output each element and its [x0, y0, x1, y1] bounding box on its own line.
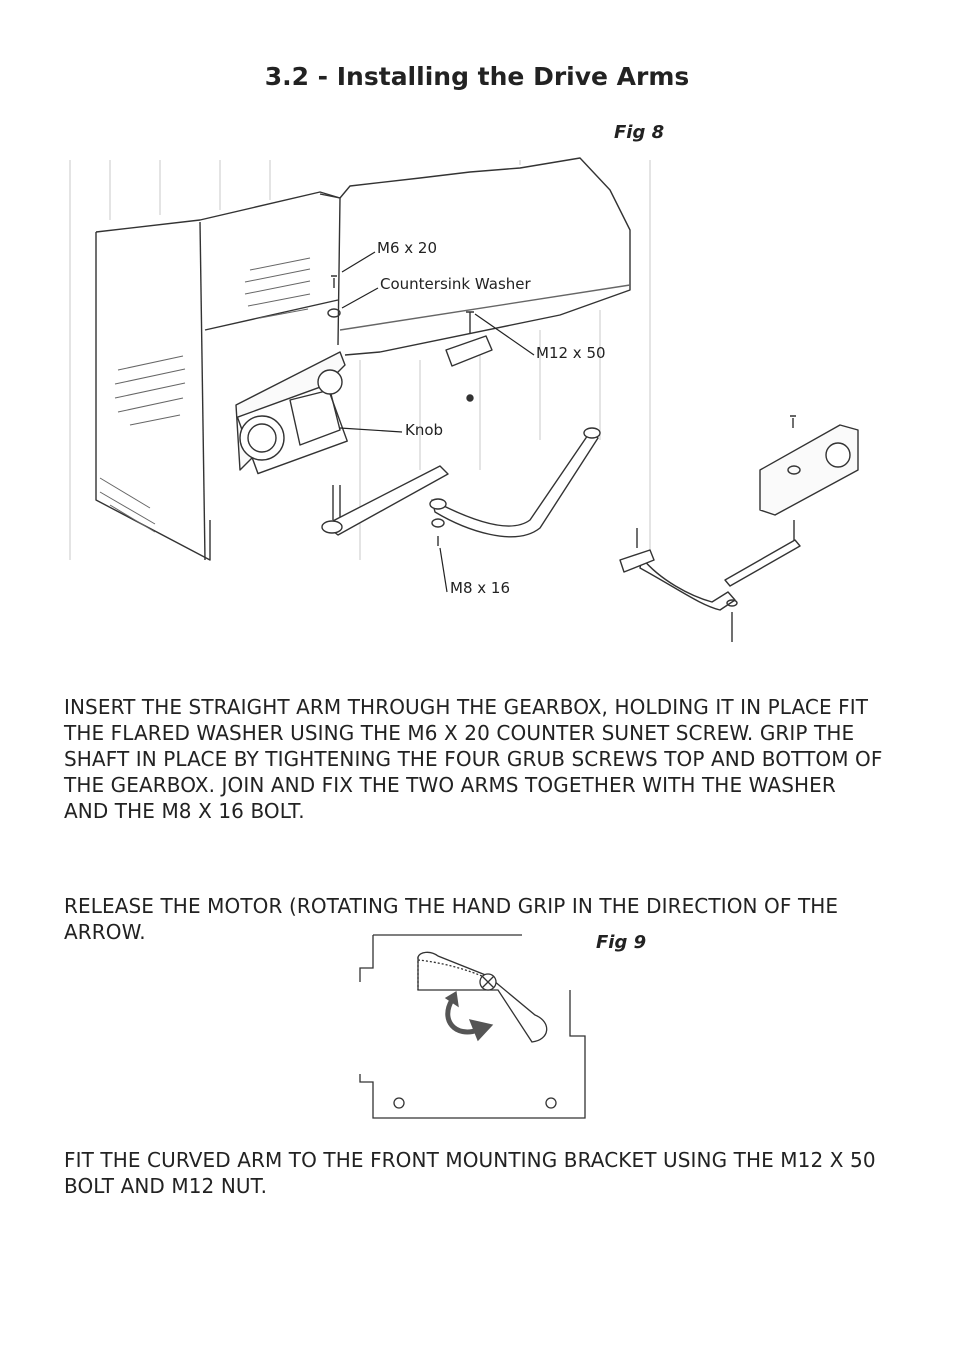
callout-m6-x-20: M6 x 20 [377, 239, 437, 257]
callout-knob: Knob [405, 421, 443, 439]
callout-m8-x-16: M8 x 16 [450, 579, 510, 597]
callout-m12-x-50: M12 x 50 [536, 344, 606, 362]
page-title: 3.2 - Installing the Drive Arms [264, 62, 690, 91]
fig8-label: Fig 8 [614, 122, 665, 143]
instruction-paragraph-3: FIT THE CURVED ARM TO THE FRONT MOUNTING… [64, 1148, 876, 1198]
instruction-paragraph-1: INSERT THE STRAIGHT ARM THROUGH THE GEAR… [64, 695, 883, 823]
instruction-paragraph-2: RELEASE THE MOTOR (ROTATING THE HAND GRI… [64, 894, 839, 944]
callout-countersink-washer: Countersink Washer [380, 275, 531, 293]
fig9-label: Fig 9 [596, 932, 647, 953]
fig8-illustration: M6 x 20 Countersink Washer M12 x 50 Knob… [69, 157, 859, 642]
